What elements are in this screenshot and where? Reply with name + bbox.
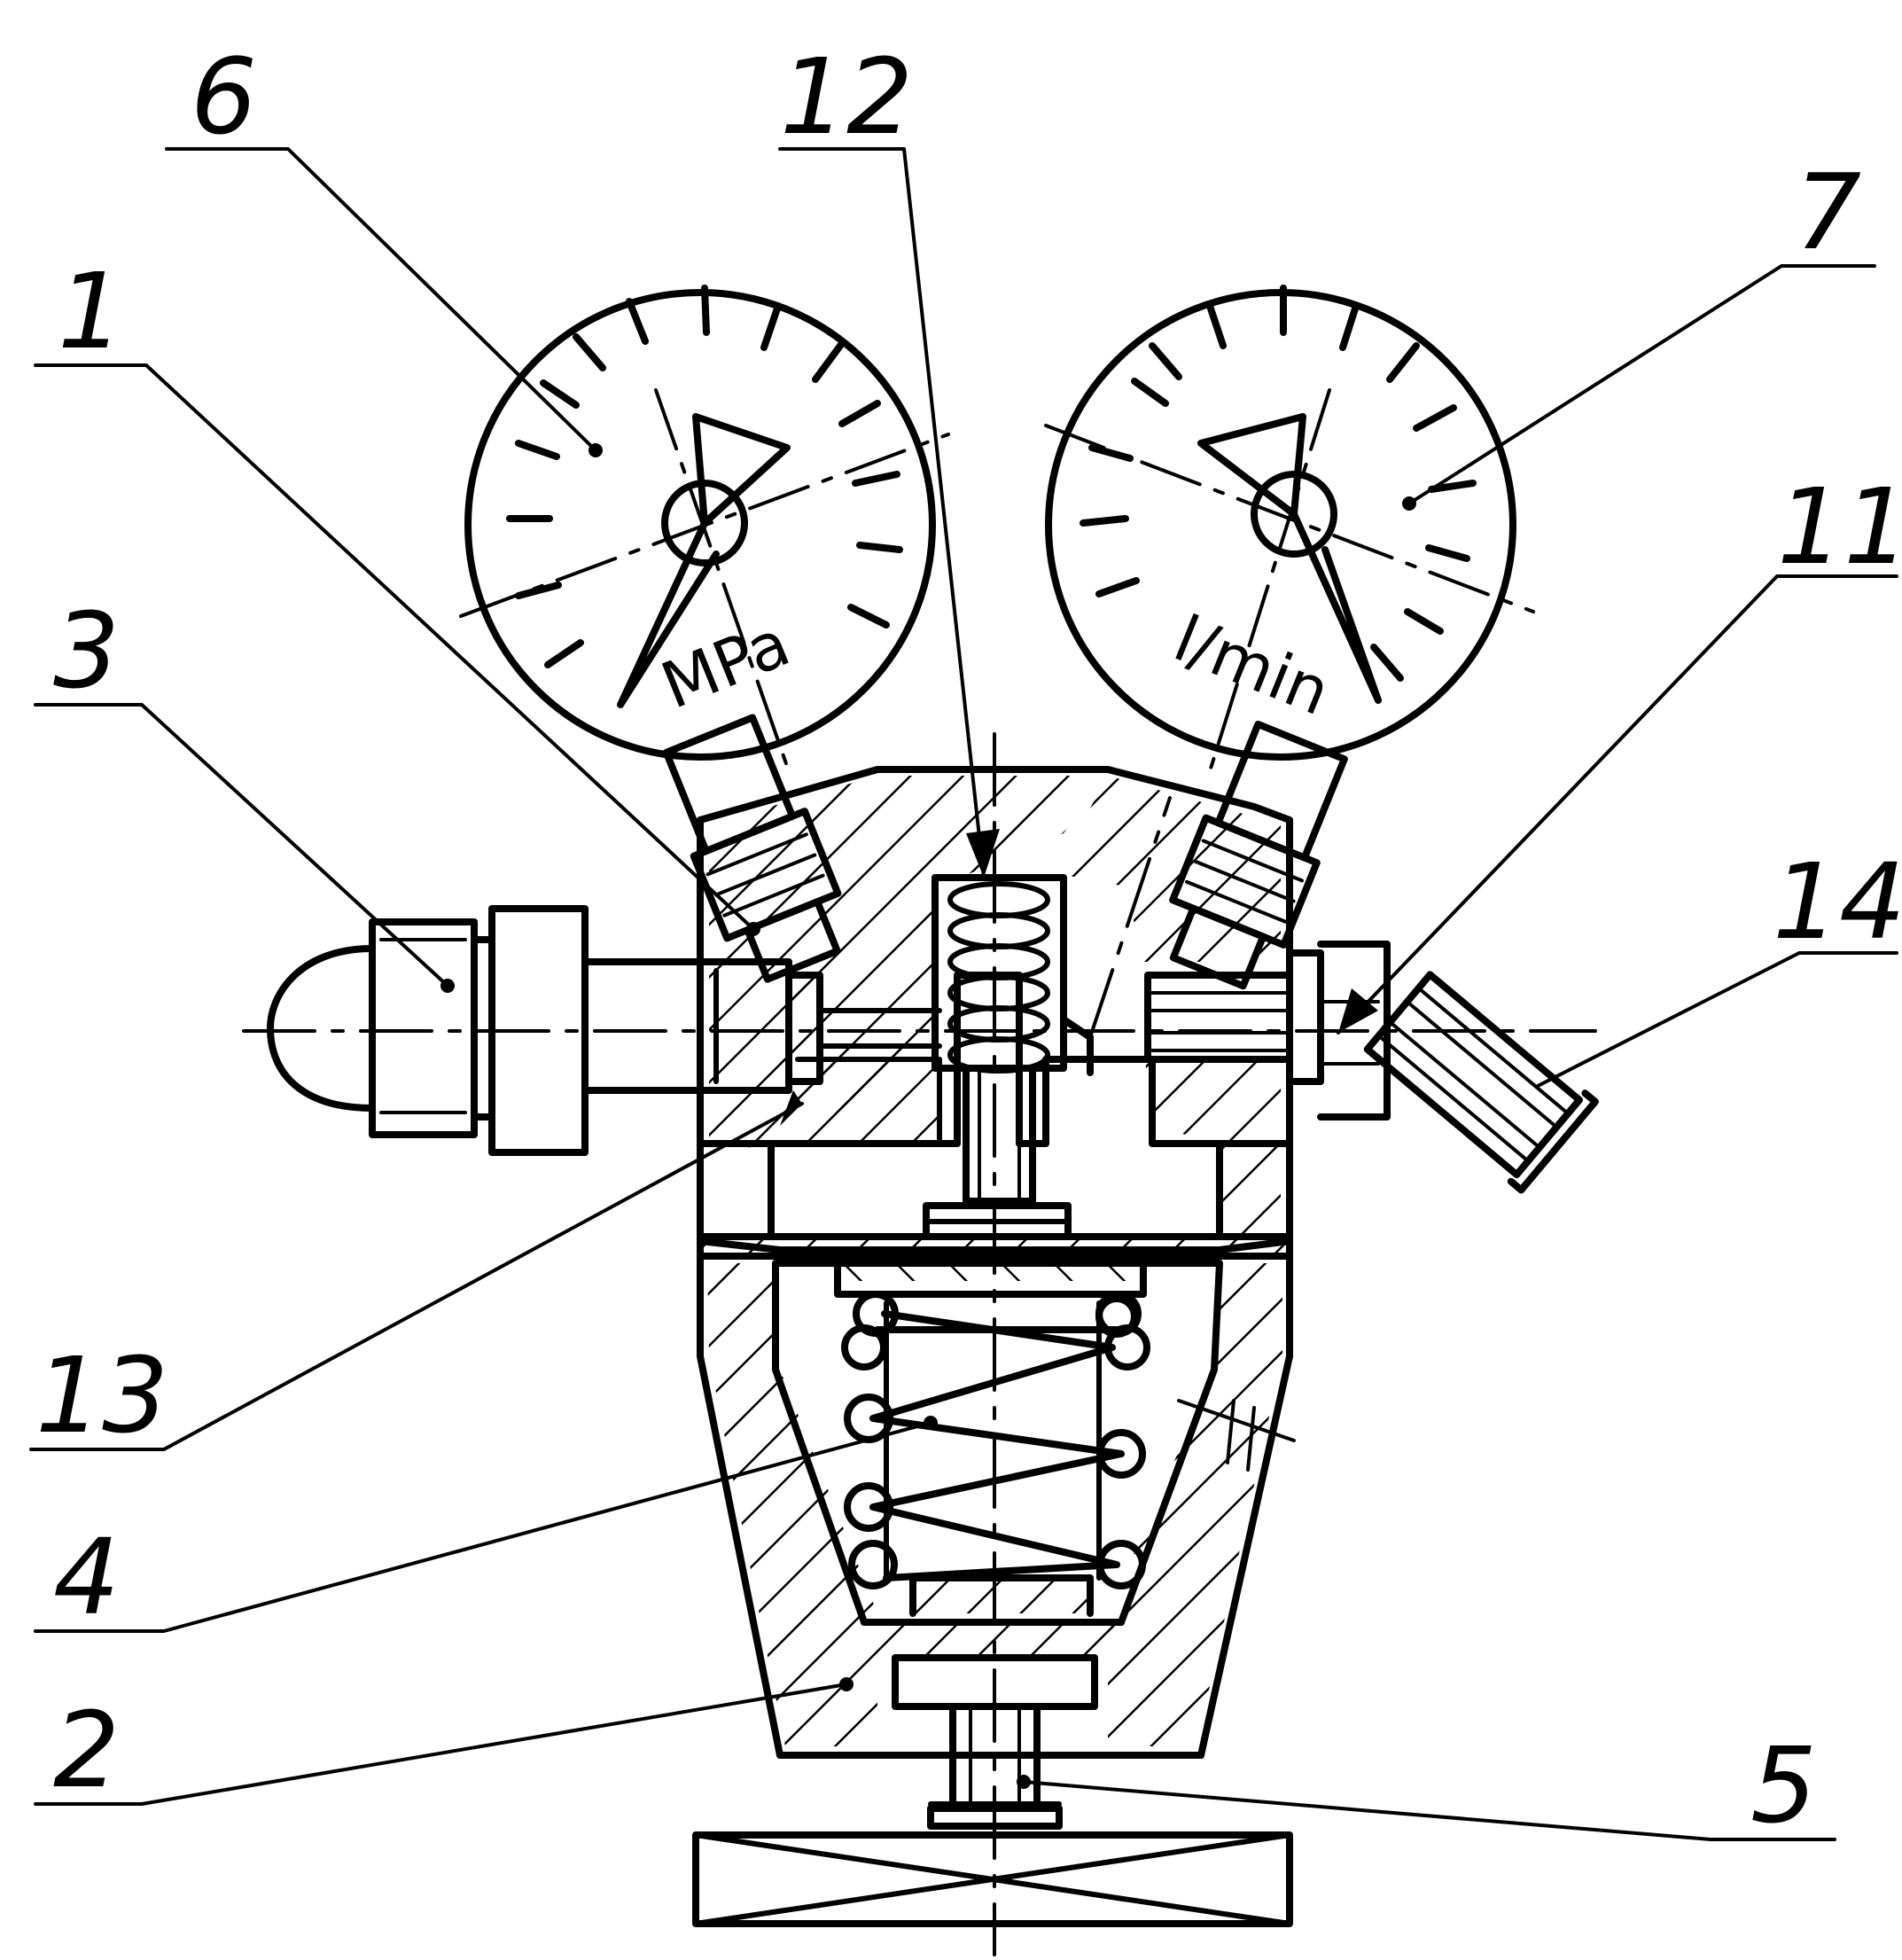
callout-3: 3 xyxy=(53,590,120,712)
callout-7: 7 xyxy=(1795,151,1861,273)
right-gauge-unit: l/min xyxy=(1165,601,1340,730)
callout-labels: 6 12 7 1 11 3 14 13 4 2 5 xyxy=(35,35,1902,1847)
main-spring xyxy=(834,1255,1150,1617)
valve-assembly xyxy=(932,874,1094,1205)
callout-5: 5 xyxy=(1750,1724,1817,1847)
callout-1: 1 xyxy=(58,250,124,372)
spring-housing xyxy=(697,1253,1296,1759)
callout-12: 12 xyxy=(780,35,913,158)
callout-4: 4 xyxy=(53,1516,120,1638)
callout-2: 2 xyxy=(53,1689,120,1811)
right-gauge-ticks xyxy=(1080,285,1477,682)
inlet-fitting xyxy=(267,905,942,1156)
callout-6: 6 xyxy=(191,35,257,158)
callout-11: 11 xyxy=(1777,465,1902,588)
pressure-gauge-left: MPa xyxy=(459,285,950,983)
centerlines xyxy=(242,732,1597,1956)
arrowheads xyxy=(780,829,1378,1126)
leader-lines xyxy=(29,147,1898,1841)
callout-13: 13 xyxy=(35,1334,168,1456)
left-gauge-ticks xyxy=(506,285,903,668)
callout-14: 14 xyxy=(1773,840,1902,963)
